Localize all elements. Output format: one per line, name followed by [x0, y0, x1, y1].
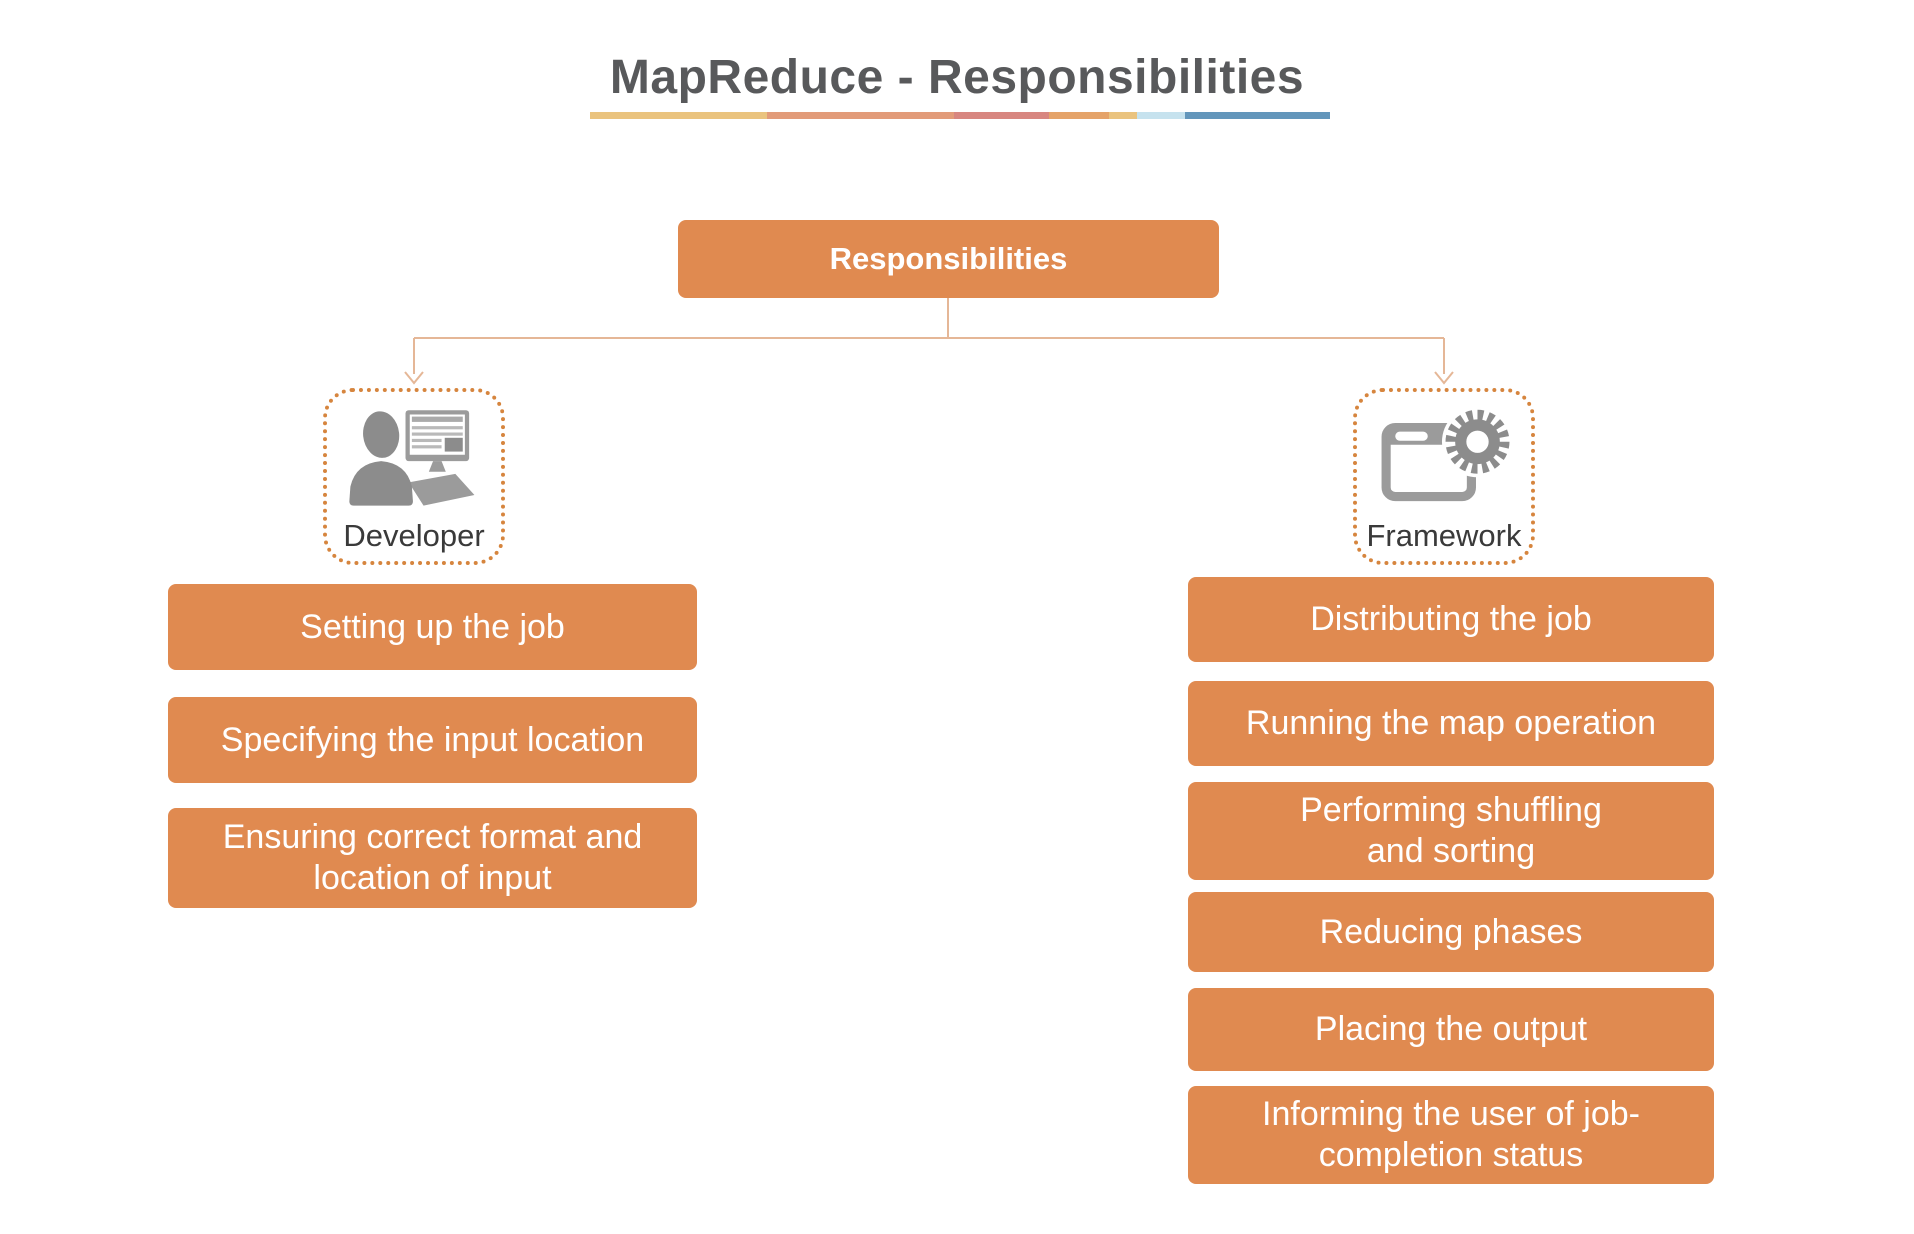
underline-segment [1136, 112, 1185, 119]
page-title: MapReduce - Responsibilities [609, 51, 1305, 104]
framework-task-bar: Reducing phases [1188, 892, 1714, 972]
developer-node-label: Developer [343, 517, 485, 553]
underline-segment [1184, 112, 1330, 119]
window-gear-icon [1381, 406, 1510, 502]
underline-segment [766, 112, 955, 119]
framework-task-bar: Running the map operation [1188, 681, 1714, 766]
developer-task-bar: Ensuring correct format and location of … [168, 808, 697, 908]
developer-node: Developer [323, 388, 505, 565]
framework-task-bar: Informing the user of job- completion st… [1188, 1086, 1714, 1184]
title-underline [590, 112, 1330, 119]
arrow-down-icon [404, 371, 424, 385]
framework-node: Framework [1353, 388, 1535, 565]
underline-segment [1048, 112, 1109, 119]
responsibilities-root-label: Responsibilities [829, 241, 1068, 276]
framework-task-bar: Placing the output [1188, 988, 1714, 1071]
responsibilities-root-node: Responsibilities [678, 220, 1219, 298]
underline-segment [1108, 112, 1137, 119]
developer-task-bar: Specifying the input location [168, 697, 697, 783]
arrow-down-icon [1434, 371, 1454, 385]
developer-at-computer-icon [349, 410, 475, 506]
framework-task-bar: Distributing the job [1188, 577, 1714, 662]
underline-segment [954, 112, 1049, 119]
underline-segment [590, 112, 767, 119]
framework-task-bar: Performing shuffling and sorting [1188, 782, 1714, 880]
framework-node-label: Framework [1366, 517, 1522, 553]
developer-task-bar: Setting up the job [168, 584, 697, 670]
